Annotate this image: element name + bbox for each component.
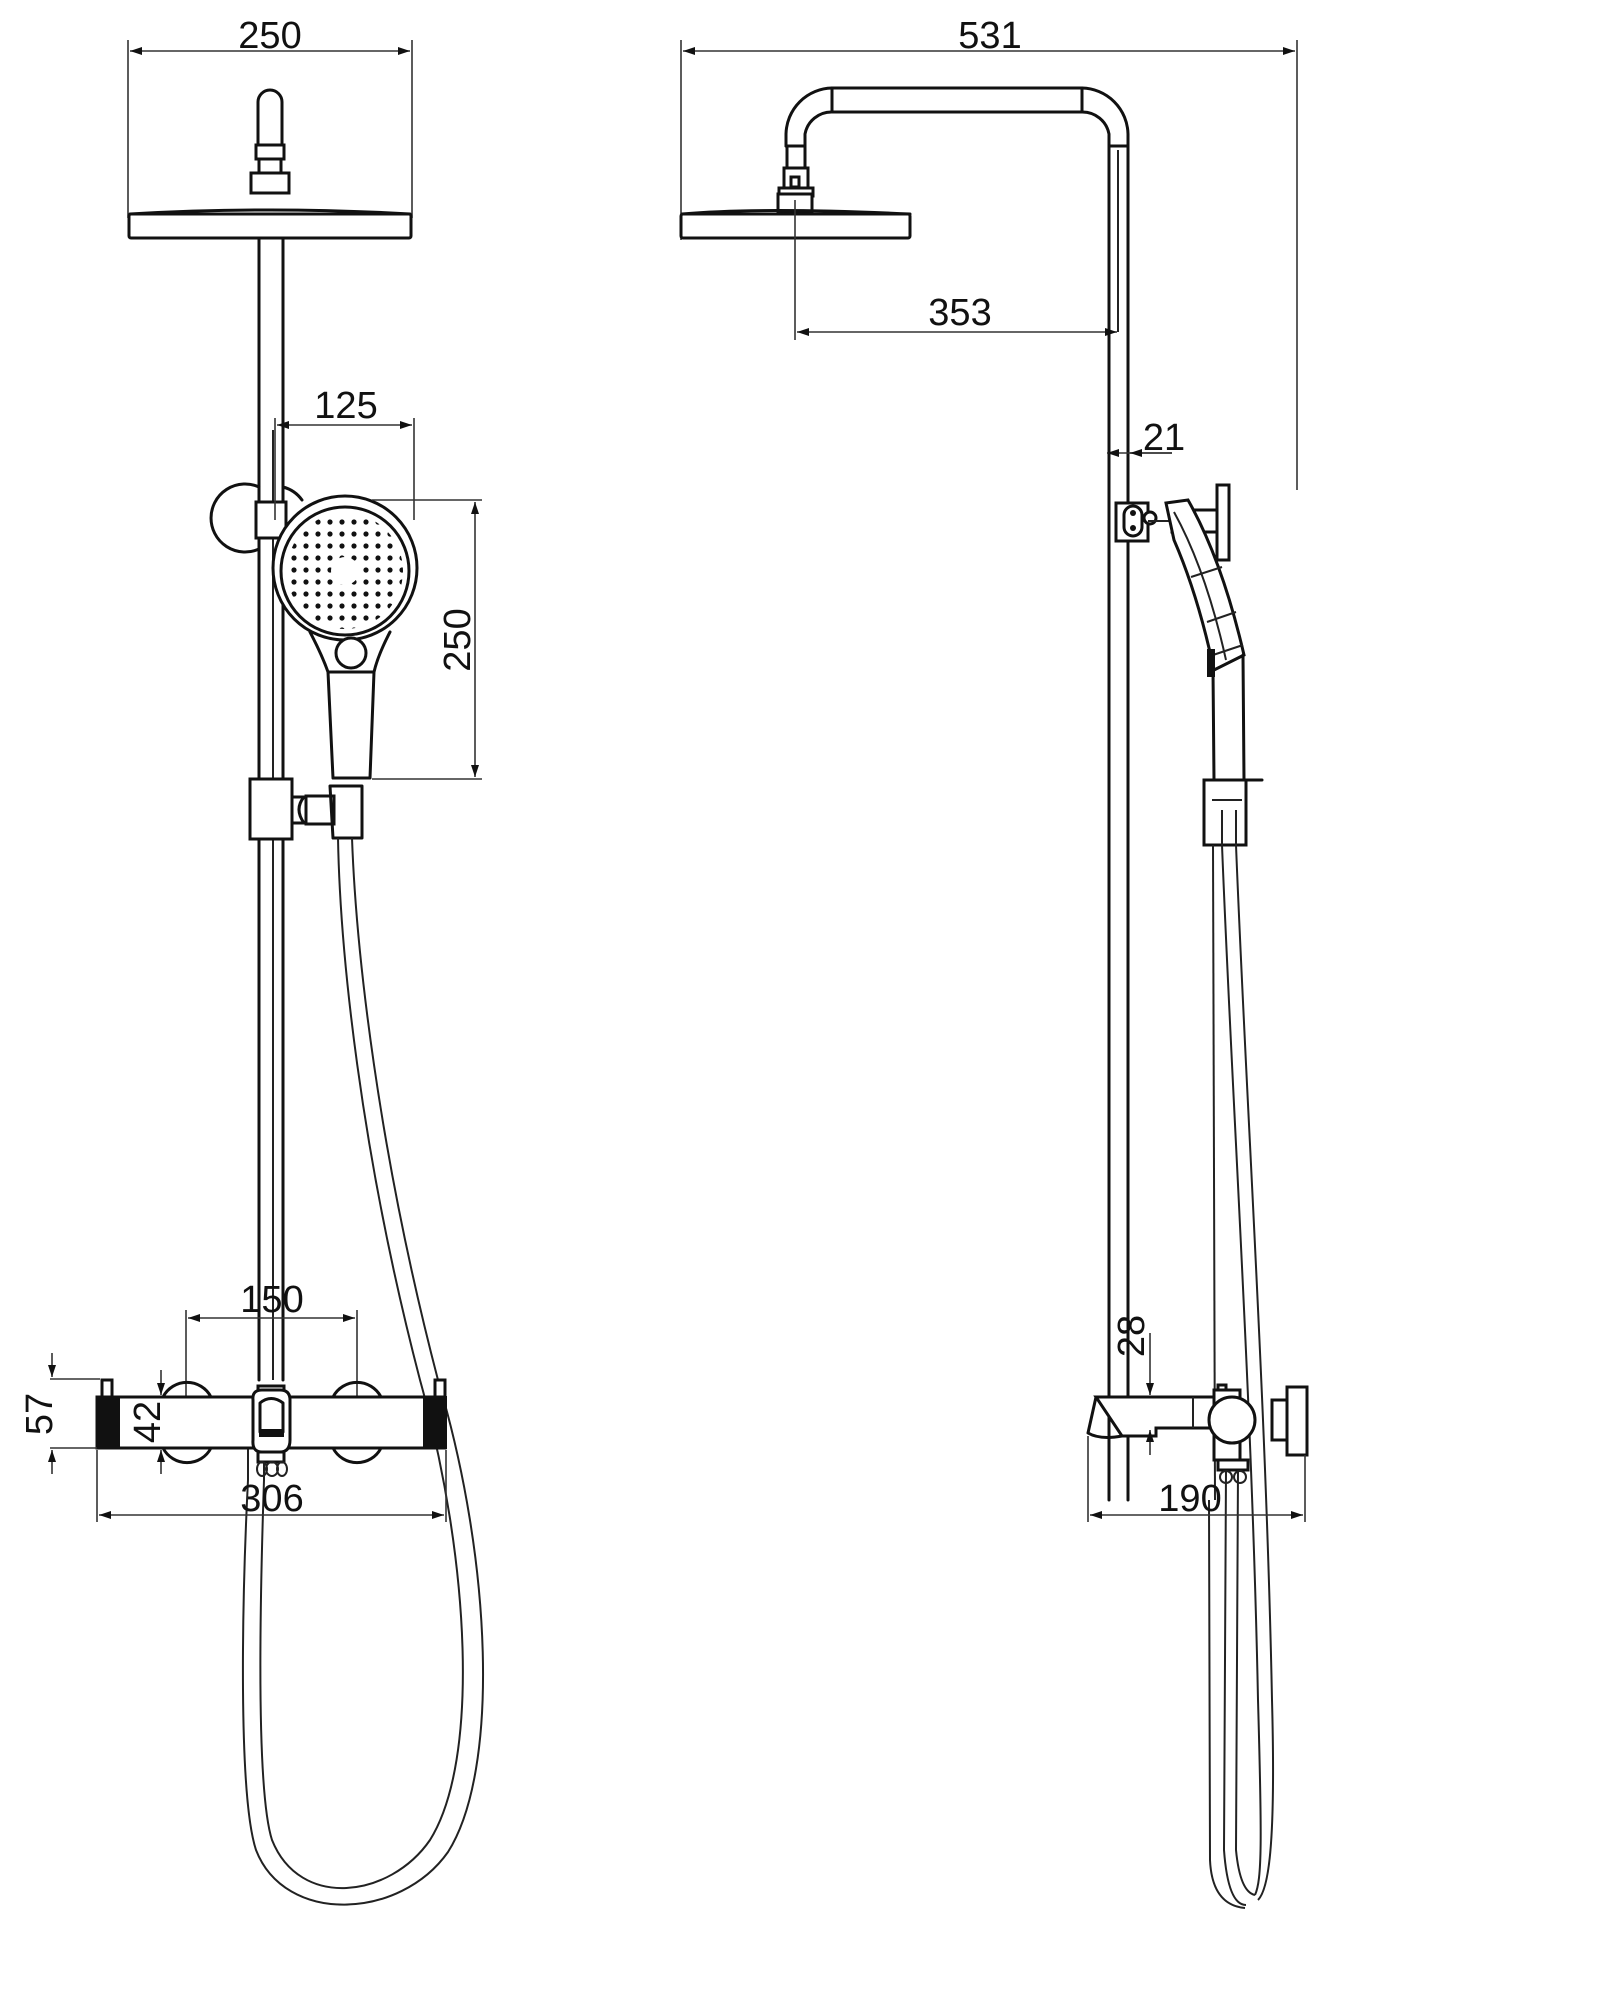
slider-holder-side [1202, 778, 1264, 847]
left-handle-cap [96, 1396, 120, 1449]
dim-total-projection: 531 [680, 15, 1298, 490]
shower-hose-side [1208, 844, 1275, 1909]
overhead-connector [249, 88, 291, 195]
dim-valve-width: 306 [96, 1450, 447, 1522]
dim-valve-body-height: 42 [127, 1370, 169, 1474]
dim-label-306: 306 [240, 1478, 303, 1520]
dim-label-190: 190 [1158, 1478, 1221, 1520]
thermostatic-valve-front [95, 1378, 447, 1477]
dim-valve-centers: 150 [185, 1279, 358, 1418]
dim-label-531: 531 [958, 15, 1021, 57]
side-outlet-nuts [1219, 1470, 1247, 1484]
riser-pipe-side [1107, 144, 1130, 1502]
dim-label-353: 353 [928, 292, 991, 334]
dim-valve-total-height: 57 [19, 1353, 100, 1474]
valve-outlet-nuts [256, 1461, 288, 1477]
hand-shower-front [271, 494, 419, 780]
dim-hand-shower-offset: 125 [274, 385, 415, 520]
dim-hand-shower-length: 250 [372, 499, 482, 780]
dim-label-150: 150 [240, 1279, 303, 1321]
dim-spout-height: 28 [1111, 1315, 1154, 1455]
slider-holder-front [248, 777, 364, 841]
overhead-shower-head-front [127, 208, 413, 240]
front-view: 250 [19, 15, 484, 1906]
wall-bracket-side [1114, 483, 1231, 562]
thermostatic-valve-side [1086, 1383, 1309, 1484]
right-handle-cap [423, 1396, 447, 1449]
dim-label-250-top: 250 [238, 15, 301, 57]
dim-overhead-diameter: 250 [127, 15, 413, 218]
dim-label-21: 21 [1143, 417, 1185, 459]
dim-valve-projection: 190 [1087, 1436, 1306, 1522]
dim-rail-width: 21 [1107, 417, 1185, 459]
dim-label-28: 28 [1111, 1315, 1153, 1357]
hand-shower-side [1164, 498, 1246, 782]
dim-label-57: 57 [19, 1393, 61, 1435]
dim-label-250-vertical: 250 [437, 608, 479, 671]
side-view: 531 [679, 15, 1309, 1909]
shower-arm-side [784, 86, 1130, 148]
dim-arm-reach: 353 [794, 200, 1117, 340]
dim-label-125: 125 [314, 385, 377, 427]
shower-hose-front [241, 837, 484, 1906]
dim-label-42: 42 [127, 1401, 169, 1443]
